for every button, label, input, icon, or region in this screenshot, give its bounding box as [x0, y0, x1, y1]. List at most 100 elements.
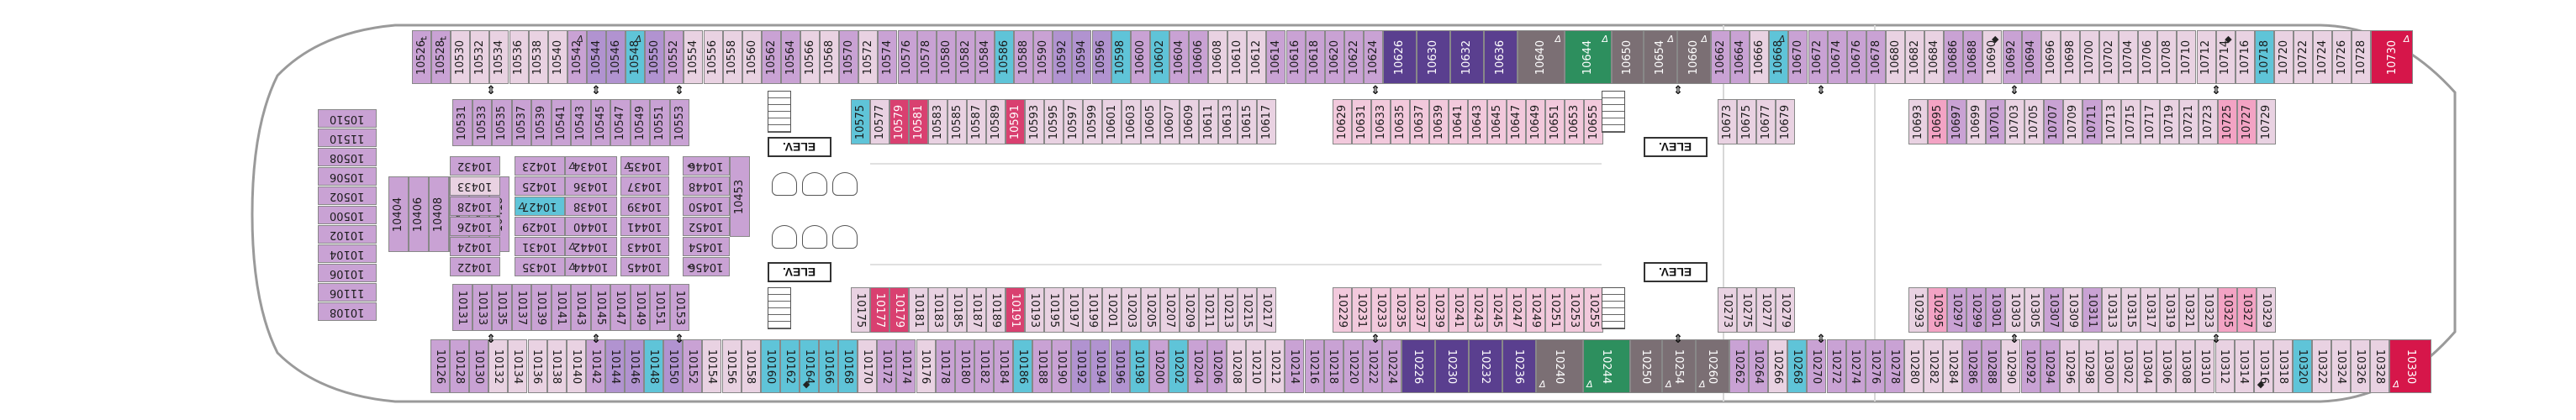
- cabin-10249[interactable]: 10249: [1526, 287, 1545, 333]
- cabin-10435[interactable]: 10435: [515, 257, 565, 276]
- cabin-10142[interactable]: 10142: [585, 339, 605, 393]
- cabin-10406[interactable]: 10406: [409, 176, 429, 252]
- cabin-10270[interactable]: 10270: [1807, 339, 1827, 393]
- cabin-10697[interactable]: 10697: [1947, 99, 1966, 144]
- cabin-10139[interactable]: 10139: [531, 284, 552, 331]
- cabin-10595[interactable]: 10595: [1044, 99, 1064, 144]
- cabin-10675[interactable]: 10675: [1737, 99, 1756, 144]
- cabin-10682[interactable]: 10682: [1905, 30, 1925, 84]
- cabin-10293[interactable]: 10293: [1908, 287, 1928, 333]
- cabin-10584[interactable]: 10584: [974, 30, 995, 84]
- cabin-10549[interactable]: 10549: [630, 99, 650, 146]
- cabin-10440[interactable]: 10440: [565, 217, 617, 236]
- cabin-10294[interactable]: 10294: [2040, 339, 2060, 393]
- cabin-10598[interactable]: 10598: [1111, 30, 1131, 84]
- cabin-10316[interactable]: 10316◆: [2253, 339, 2273, 393]
- cabin-10532[interactable]: 10532: [470, 30, 490, 84]
- cabin-10554[interactable]: 10554: [684, 30, 704, 84]
- cabin-10579[interactable]: 10579: [889, 99, 909, 144]
- cabin-10709[interactable]: 10709: [2063, 99, 2082, 144]
- cabin-10147[interactable]: 10147: [610, 284, 631, 331]
- cabin-10321[interactable]: 10321: [2179, 287, 2199, 333]
- cabin-10322[interactable]: 10322: [2312, 339, 2332, 393]
- cabin-10722[interactable]: 10722: [2294, 30, 2314, 84]
- cabin-10312[interactable]: 10312: [2214, 339, 2235, 393]
- cabin-10666[interactable]: 10666: [1750, 30, 1770, 84]
- cabin-10166[interactable]: 10166: [819, 339, 839, 393]
- cabin-10594[interactable]: 10594: [1072, 30, 1092, 84]
- cabin-10194[interactable]: 10194: [1090, 339, 1111, 393]
- cabin-10611[interactable]: 10611: [1199, 99, 1218, 144]
- cabin-10615[interactable]: 10615: [1238, 99, 1257, 144]
- cabin-10216[interactable]: 10216: [1304, 339, 1324, 393]
- cabin-10237[interactable]: 10237: [1410, 287, 1429, 333]
- cabin-10672[interactable]: 10672: [1808, 30, 1828, 84]
- cabin-10215[interactable]: 10215: [1238, 287, 1257, 333]
- cabin-10574[interactable]: 10574: [878, 30, 898, 84]
- cabin-10278[interactable]: 10278: [1884, 339, 1904, 393]
- cabin-10236[interactable]: 10236: [1502, 339, 1536, 393]
- cabin-10423[interactable]: 10423: [515, 156, 565, 176]
- cabin-10543[interactable]: 10543: [571, 99, 591, 146]
- cabin-10531[interactable]: 10531: [452, 99, 472, 146]
- cabin-10212[interactable]: 10212: [1265, 339, 1285, 393]
- cabin-10558[interactable]: 10558: [722, 30, 742, 84]
- cabin-10108[interactable]: 10108: [318, 302, 377, 321]
- cabin-10295[interactable]: 10295: [1928, 287, 1947, 333]
- cabin-10695[interactable]: 10695: [1928, 99, 1947, 144]
- cabin-10309[interactable]: 10309: [2063, 287, 2082, 333]
- cabin-10506[interactable]: 10506: [318, 167, 377, 186]
- cabin-10175[interactable]: 10175: [851, 287, 870, 333]
- cabin-10643[interactable]: 10643: [1468, 99, 1487, 144]
- cabin-10728[interactable]: 10728: [2352, 30, 2372, 84]
- cabin-10724[interactable]: 10724: [2313, 30, 2333, 84]
- cabin-10684[interactable]: 10684: [1924, 30, 1945, 84]
- cabin-10645[interactable]: 10645: [1487, 99, 1507, 144]
- cabin-10688[interactable]: 10688: [1963, 30, 1983, 84]
- cabin-10297[interactable]: 10297: [1947, 287, 1966, 333]
- cabin-10266[interactable]: 10266: [1768, 339, 1788, 393]
- cabin-10708[interactable]: 10708: [2157, 30, 2177, 84]
- cabin-10186[interactable]: 10186: [1013, 339, 1033, 393]
- cabin-10662[interactable]: 10662: [1711, 30, 1731, 84]
- cabin-10452[interactable]: 10452: [683, 217, 730, 236]
- cabin-10184[interactable]: 10184: [993, 339, 1013, 393]
- cabin-10422[interactable]: 10422: [450, 257, 500, 276]
- cabin-10606[interactable]: 10606: [1189, 30, 1209, 84]
- cabin-10424[interactable]: 10424: [450, 237, 500, 256]
- cabin-10272[interactable]: 10272: [1826, 339, 1846, 393]
- cabin-10577[interactable]: 10577: [870, 99, 889, 144]
- cabin-10608[interactable]: 10608: [1208, 30, 1228, 84]
- cabin-10286[interactable]: 10286: [1962, 339, 1982, 393]
- cabin-10720[interactable]: 10720: [2273, 30, 2294, 84]
- cabin-10637[interactable]: 10637: [1410, 99, 1429, 144]
- cabin-10148[interactable]: 10148: [644, 339, 664, 393]
- cabin-10183[interactable]: 10183: [928, 287, 948, 333]
- cabin-10314[interactable]: 10314: [2234, 339, 2254, 393]
- cabin-10715[interactable]: 10715: [2121, 99, 2141, 144]
- cabin-10445[interactable]: 10445: [620, 257, 669, 276]
- cabin-10580[interactable]: 10580: [936, 30, 956, 84]
- cabin-10604[interactable]: 10604: [1169, 30, 1189, 84]
- cabin-10510[interactable]: 10510: [318, 109, 377, 128]
- cabin-10179[interactable]: 10179: [889, 287, 909, 333]
- cabin-10273[interactable]: 10273: [1718, 287, 1737, 333]
- cabin-10274[interactable]: 10274: [1845, 339, 1866, 393]
- cabin-10706[interactable]: 10706: [2138, 30, 2158, 84]
- cabin-10428[interactable]: 10428: [450, 197, 500, 216]
- cabin-10693[interactable]: 10693: [1908, 99, 1928, 144]
- cabin-10620[interactable]: 10620: [1324, 30, 1344, 84]
- cabin-10301[interactable]: 10301: [1986, 287, 2005, 333]
- cabin-10692[interactable]: 10692: [2002, 30, 2022, 84]
- cabin-10589[interactable]: 10589: [986, 99, 1006, 144]
- cabin-10145[interactable]: 10145: [590, 284, 610, 331]
- cabin-10324[interactable]: 10324: [2331, 339, 2352, 393]
- cabin-10729[interactable]: 10729: [2257, 99, 2276, 144]
- cabin-10711[interactable]: 10711: [2082, 99, 2102, 144]
- cabin-10276[interactable]: 10276: [1865, 339, 1885, 393]
